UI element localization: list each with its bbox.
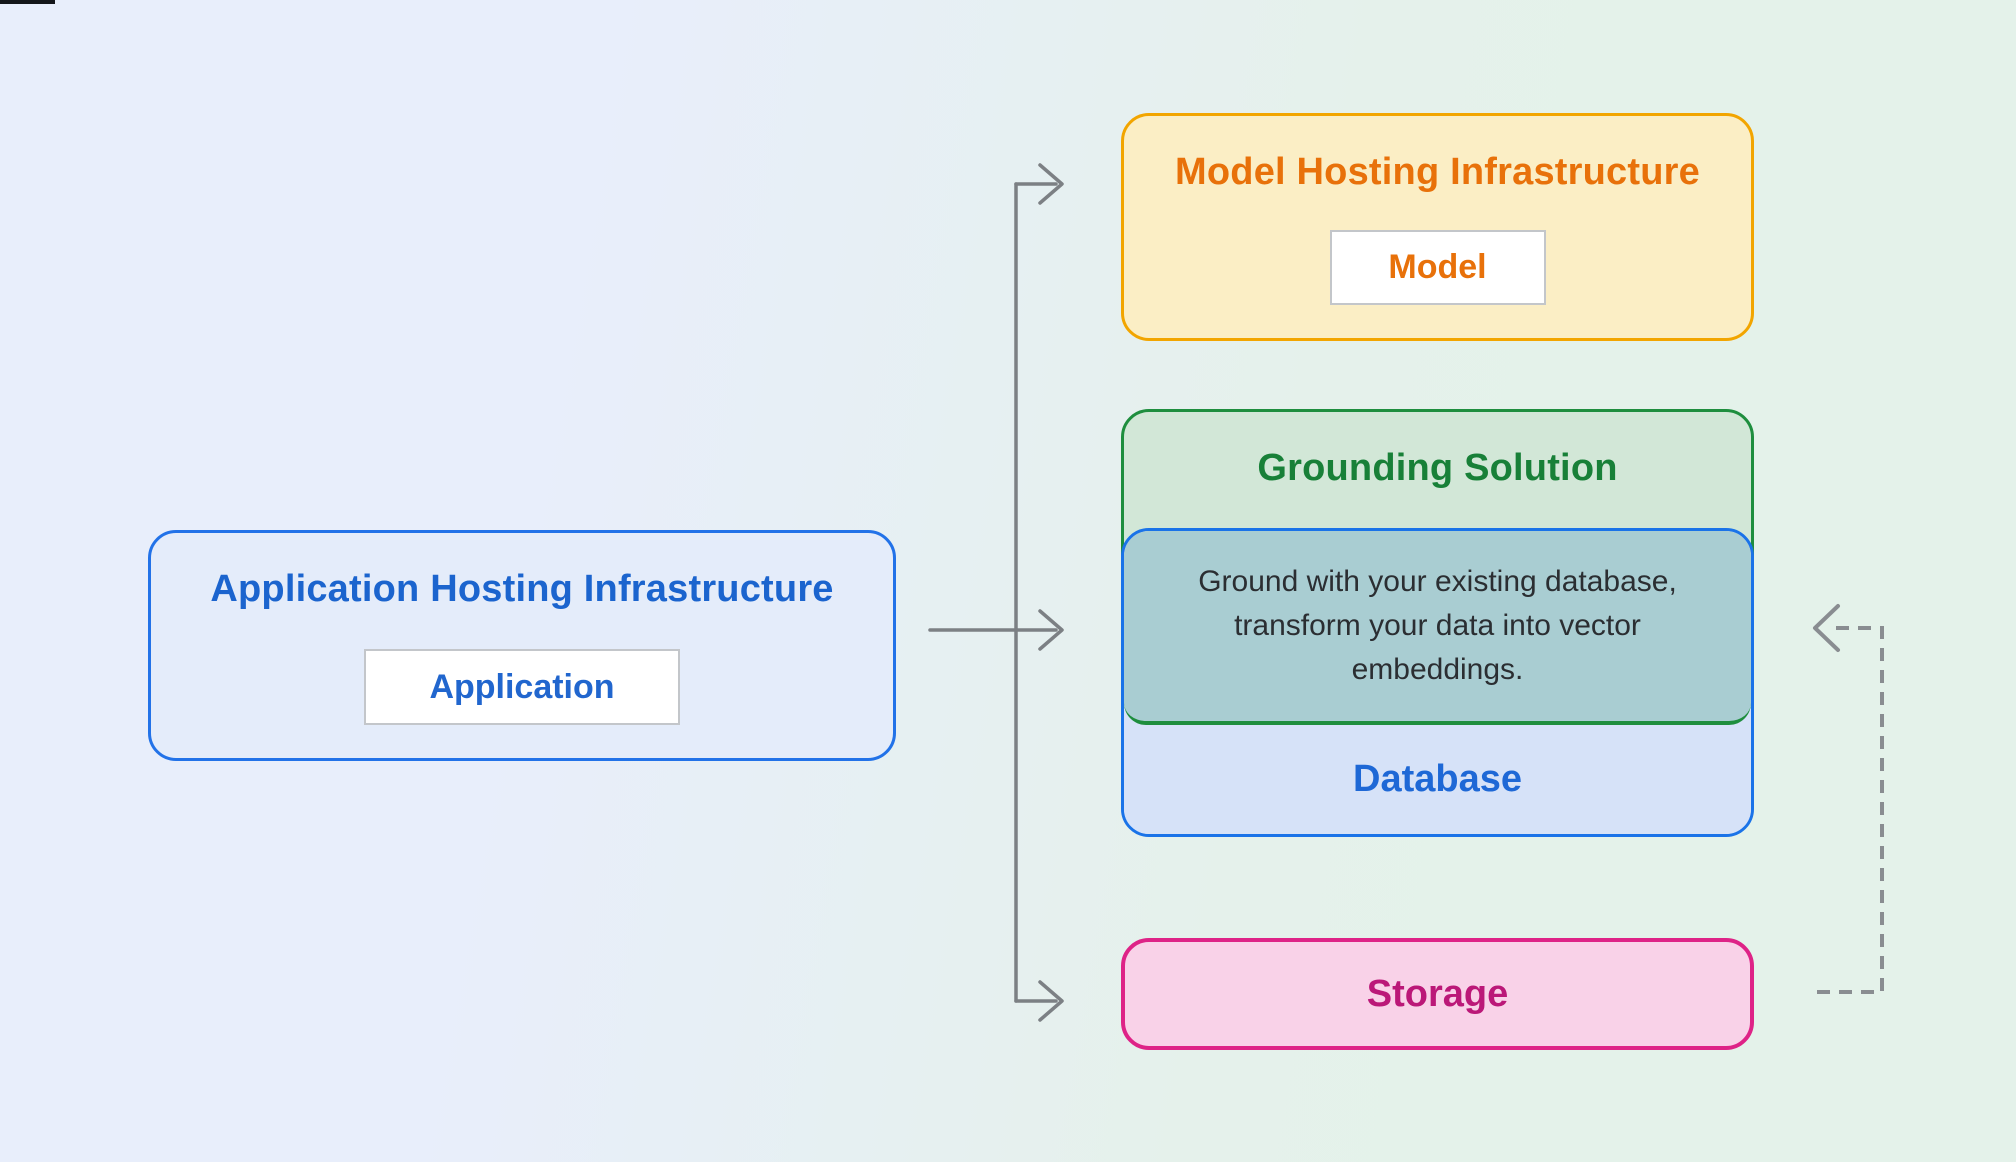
arrowhead-bottom <box>1038 980 1064 1022</box>
model-hosting-title: Model Hosting Infrastructure <box>1175 151 1700 193</box>
storage-box: Storage <box>1121 938 1754 1050</box>
application-chip: Application <box>364 649 680 725</box>
dashed-feedback-arrow <box>1813 604 1884 994</box>
grounding-description: Ground with your existing database, tran… <box>1198 565 1677 686</box>
model-hosting-box: Model Hosting Infrastructure Model <box>1121 113 1754 341</box>
database-title: Database <box>1124 725 1751 834</box>
arrowhead-middle <box>1038 609 1064 651</box>
model-chip: Model <box>1329 230 1546 305</box>
grounding-solution-title: Grounding Solution <box>1257 447 1618 489</box>
screen-corner-artifact <box>0 0 55 4</box>
application-hosting-box: Application Hosting Infrastructure Appli… <box>148 530 896 761</box>
grounding-overlap-region: Ground with your existing database, tran… <box>1124 531 1751 725</box>
storage-title: Storage <box>1366 972 1509 1015</box>
solid-fanout-arrows <box>928 163 1064 1022</box>
arrowhead-top <box>1038 163 1064 205</box>
application-hosting-title: Application Hosting Infrastructure <box>210 568 834 610</box>
dashed-arrowhead <box>1813 604 1840 652</box>
dashed-path <box>1813 626 1884 994</box>
database-box: Ground with your existing database, tran… <box>1121 528 1754 837</box>
